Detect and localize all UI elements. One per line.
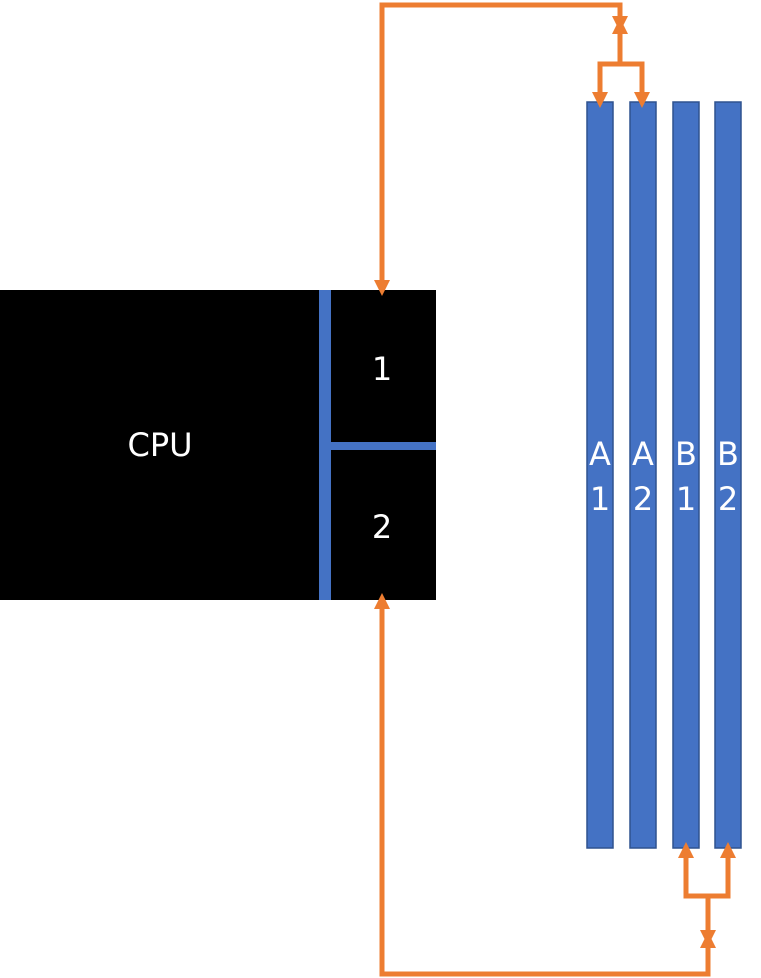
channel-a-fork-to-a2 [620, 61, 651, 109]
cpu-horizontal-divider [331, 442, 436, 450]
memory-slot-label-line2: 1 [676, 480, 696, 518]
channel-2-connector [373, 592, 737, 977]
memory-slots: A 1 A 2 B 1 B 2 [586, 101, 742, 849]
memory-slot-b2: B 2 [714, 101, 742, 849]
memory-slot-label-line1: B [675, 435, 697, 473]
channel-b-fork-to-b2 [708, 841, 737, 899]
channel-b-fork-to-b1 [677, 841, 708, 899]
channel-1-bus-line [373, 2, 629, 297]
channel-2-bus-line [373, 592, 717, 977]
memory-slot-bar [714, 101, 742, 849]
channel-1-label: 1 [372, 350, 392, 388]
channel-2-label: 2 [372, 508, 392, 546]
channel-1-connector [373, 2, 651, 297]
memory-slot-a1: A 1 [586, 101, 614, 849]
cpu-label: CPU [127, 426, 192, 464]
memory-slot-b1: B 1 [672, 101, 700, 849]
memory-slot-label-line2: 1 [590, 480, 610, 518]
memory-slot-bar [629, 101, 657, 849]
memory-slot-a2: A 2 [629, 101, 657, 849]
memory-slot-bar [672, 101, 700, 849]
memory-slot-bar [586, 101, 614, 849]
cpu-vertical-divider [319, 290, 331, 600]
memory-slot-label-line1: A [632, 435, 654, 473]
cpu-block: CPU 1 2 [0, 290, 436, 600]
memory-slot-label-line1: A [589, 435, 611, 473]
memory-slot-label-line2: 2 [718, 480, 738, 518]
channel-a-fork-to-a1 [591, 61, 620, 109]
memory-slot-label-line1: B [717, 435, 739, 473]
memory-slot-label-line2: 2 [633, 480, 653, 518]
